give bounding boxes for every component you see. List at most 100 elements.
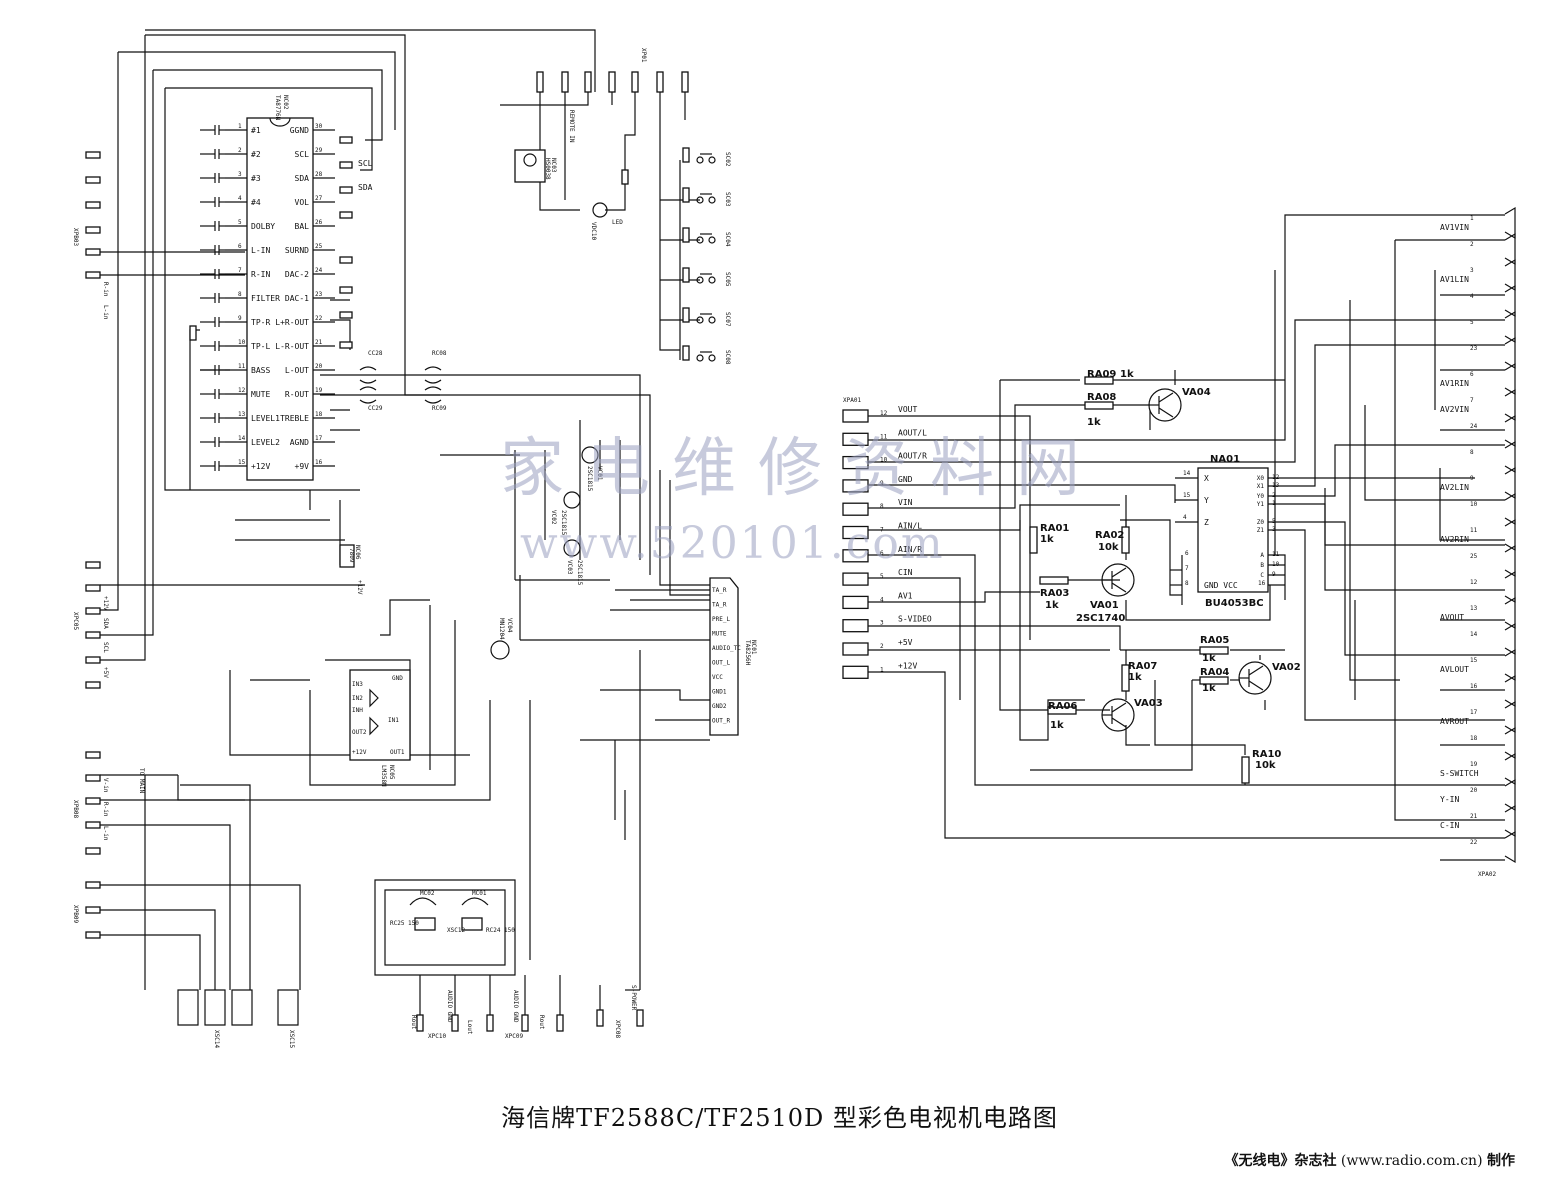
ic-pin-name: X0 <box>1257 475 1265 482</box>
connector-pin-name: AV2RIN <box>1440 535 1469 544</box>
xpb08-pin-label: R-in <box>102 802 109 817</box>
ic-pin-name: OUT_R <box>712 718 730 725</box>
ic-pin-name: R-IN <box>251 270 270 279</box>
connector-pin-name: C-IN <box>1440 821 1459 830</box>
resistor <box>1039 576 1069 585</box>
switch-contact <box>696 196 704 204</box>
ic-pin-name: C <box>1260 572 1264 579</box>
transistor-part: MN1204 <box>498 618 505 640</box>
ic-pin-number: 9 <box>1272 571 1276 578</box>
ic-pin-number: 7 <box>238 267 242 274</box>
switch-contact <box>708 354 716 362</box>
connector-pin <box>842 409 869 423</box>
ic-pin-name: X <box>1204 474 1209 483</box>
jack-contact <box>1504 778 1516 812</box>
jack-contact <box>1504 700 1516 734</box>
watermark: 家电维修资料网 www.520101.com <box>500 432 1080 569</box>
connector-pin-number: 2 <box>1470 241 1474 248</box>
transistor-collector <box>1158 392 1174 403</box>
ic-pin-name: MUTE <box>712 631 727 638</box>
connector-pin-name: AV1LIN <box>1440 275 1469 284</box>
ic-pin-name: R-OUT <box>285 390 309 399</box>
connector-pin-number: 15 <box>1470 657 1478 664</box>
connector-pin-name: AIN/L <box>898 522 922 531</box>
ic-pin-name: TA_R <box>712 602 727 609</box>
ic-pin-number: 10 <box>1272 561 1280 568</box>
transistor-part: 2SC1815 <box>586 466 593 492</box>
connector-xp01: XP01 <box>536 48 689 93</box>
resistor-ref: RA08 <box>1087 392 1116 403</box>
connector-pin-number: 4 <box>1470 293 1474 300</box>
resistor <box>1121 526 1130 554</box>
transistor-collector <box>1248 665 1264 676</box>
ic-pin-number: 27 <box>315 195 323 202</box>
ic-pin-number: 24 <box>315 267 323 274</box>
ic-pin-number: 21 <box>315 339 323 346</box>
switch-ref: SC02 <box>724 152 731 167</box>
ic-pin-name: IN1 <box>388 717 399 724</box>
coupling-label: CC29 <box>368 405 383 412</box>
jack-contact <box>1504 284 1516 318</box>
jack-contact <box>1504 466 1516 500</box>
ic-na01-ref: NA01 <box>1210 454 1240 465</box>
connector-pin <box>842 432 869 446</box>
jack-contact <box>1504 570 1516 604</box>
passive-components <box>189 125 353 471</box>
ic-pin-number: 1 <box>1272 500 1276 507</box>
connector-xpb09: XPB09 <box>72 881 101 939</box>
connector-pin-name: CIN <box>898 568 913 577</box>
connector-pin <box>842 595 869 610</box>
ic-pin-name: L-IN <box>251 246 270 255</box>
resistor <box>339 211 353 219</box>
jack-contact <box>1504 648 1516 682</box>
connector-pin-name: Y-IN <box>1440 795 1459 804</box>
ic-pin-name: VCC <box>712 674 723 681</box>
resistor <box>189 325 197 341</box>
connector-pin <box>842 455 869 470</box>
ic-pin-name: IN3 <box>352 681 363 688</box>
xpb09-label: XPB09 <box>72 905 79 923</box>
remote-receiver: REMOTE IN NC03 HS0038 LED VDC10 <box>514 110 629 240</box>
ic-pin-number: 3 <box>238 171 242 178</box>
ic-pin-name: IN2 <box>352 695 363 702</box>
xpc05-pin-label: +5V <box>102 667 109 678</box>
transistor-emitter <box>1158 407 1174 418</box>
xsc15-label: XSC15 <box>288 1030 295 1048</box>
switch-ref: SC07 <box>724 312 731 327</box>
resistor <box>1084 376 1114 385</box>
xpc08-label: XPC08 <box>614 1020 621 1038</box>
switch-contact <box>708 316 716 324</box>
connector-pin <box>842 502 869 516</box>
ic-pin-name: L+R-OUT <box>275 318 309 327</box>
connector-pin-name: +5V <box>898 638 913 647</box>
net-label-sda: SDA <box>358 183 373 192</box>
connector-pin-number: 2 <box>880 643 884 650</box>
coupling-components: CC28 CC29 RC08 RC09 <box>359 350 447 412</box>
ic-pin-number: 10 <box>238 339 246 346</box>
resistor-value: 1k <box>1202 653 1216 664</box>
connector-xpb08: XPB08 V-in R-in L-in TO MAIN <box>72 751 145 855</box>
switch-contact <box>708 156 716 164</box>
connector-pin <box>842 642 869 656</box>
bottom-pin-label: Rout <box>538 1015 545 1030</box>
connector-pin-number: 12 <box>1470 579 1478 586</box>
bottom-pin-label: AUDIO GND <box>512 990 519 1023</box>
xp01-label: XP01 <box>640 48 647 63</box>
ic-pin-name: #1 <box>251 126 261 135</box>
resistor <box>682 345 690 361</box>
switch-contact <box>708 276 716 284</box>
ic-nc01-part: TA8256H <box>744 640 751 666</box>
ic-pin-number: 6 <box>1185 550 1189 557</box>
resistor-ref: RA05 <box>1200 635 1229 646</box>
ic-pin-number: 2 <box>1272 492 1276 499</box>
xpb03-pin-label: R-in <box>102 282 109 297</box>
resistor <box>1241 756 1250 784</box>
connector-pin-number: 13 <box>1470 605 1478 612</box>
connector-pin-number: 7 <box>880 527 884 534</box>
resistor-value: 10k <box>1255 760 1276 771</box>
xpb08-pin-label: V-in <box>102 778 109 793</box>
connector-pin-number: 16 <box>1470 683 1478 690</box>
ic-nc02-ref: NC02 <box>282 95 289 110</box>
connector-pin-name: AVLOUT <box>1440 665 1469 674</box>
